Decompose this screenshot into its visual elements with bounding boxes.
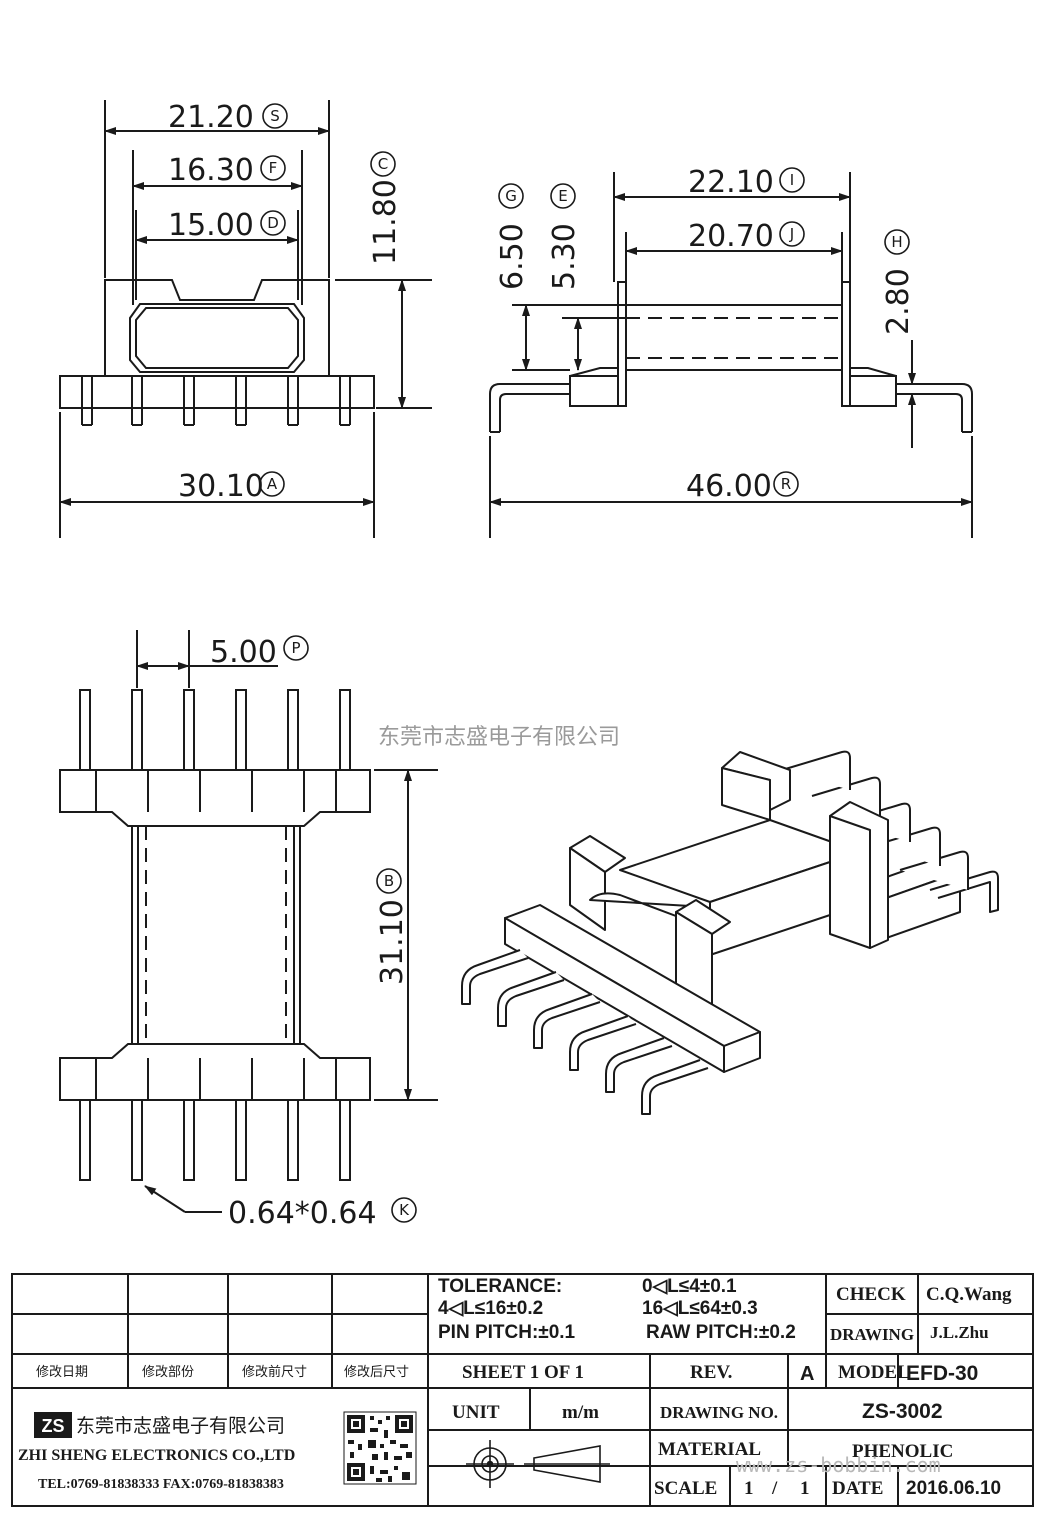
dim-r-value: 46.00 [686,469,772,504]
marker-s: S [262,103,288,129]
svg-text:J: J [789,225,794,243]
rev-header-after: 修改后尺寸 [344,1365,409,1380]
scale-separator: / [771,1478,778,1499]
dim-a-value: 30.10 [178,469,264,504]
material-label: MATERIAL [658,1439,761,1460]
tolerance-label: TOLERANCE: [438,1276,562,1297]
dim-e-value: 5.30 [547,223,582,290]
company-name-cn: 东莞市志盛电子有限公司 [76,1415,285,1437]
watermark-url: www.zs-bobbin.com [736,1453,941,1477]
date-value: 2016.06.10 [906,1478,1001,1499]
drawing-value: J.L.Zhu [930,1323,989,1342]
tolerance-range-2: 4◁L≤16±0.2 [438,1298,543,1319]
dim-c-value: 11.80 [368,179,403,265]
svg-text:C: C [378,155,388,173]
rev-value: A [800,1363,814,1385]
check-label: CHECK [836,1284,906,1305]
svg-text:H: H [891,233,902,251]
raw-pitch-tolerance: RAW PITCH:±0.2 [646,1322,796,1343]
unit-label: UNIT [452,1402,500,1423]
dim-i-value: 22.10 [688,165,774,200]
svg-text:E: E [558,187,567,205]
scale-value-1: 1 [744,1478,754,1499]
dim-j-value: 20.70 [688,219,774,254]
svg-text:R: R [781,475,791,493]
company-contact: TEL:0769-81838333 FAX:0769-81838383 [38,1477,284,1492]
qr-code [343,1411,417,1485]
sheet-info: SHEET 1 OF 1 [462,1362,584,1383]
rev-header-before: 修改前尺寸 [242,1364,307,1380]
svg-text:B: B [384,872,394,890]
rev-header-date: 修改日期 [36,1365,88,1380]
svg-text:I: I [790,171,794,189]
watermark-text: 东莞市志盛电子有限公司 [378,725,620,750]
material-value: PHENOLIC [852,1441,953,1462]
drawing-no-label: DRAWING NO. [660,1403,778,1422]
svg-text:A: A [267,475,278,493]
svg-text:G: G [505,187,517,205]
marker-a: A [259,471,285,497]
title-block-frame [11,1273,1034,1507]
date-label: DATE [832,1478,883,1499]
scale-value-2: 1 [800,1478,810,1499]
tolerance-range-3: 16◁L≤64±0.3 [642,1298,758,1319]
dim-f-value: 16.30 [168,153,254,188]
check-value: C.Q.Wang [926,1284,1012,1305]
svg-text:S: S [270,107,280,125]
dim-d-value: 15.00 [168,208,254,243]
front-view [59,100,432,538]
side-view [489,172,973,538]
marker-c: C [370,151,396,177]
company-name-en: ZHI SHENG ELECTRONICS CO.,LTD [18,1447,295,1464]
unit-value: m/m [562,1402,599,1423]
marker-d: D [260,210,286,236]
dim-h-value: 2.80 [881,268,916,335]
pin-pitch-tolerance: PIN PITCH:±0.1 [438,1322,576,1343]
marker-p: P [283,635,309,661]
drawing-no-value: ZS-3002 [862,1400,943,1423]
projection-symbol-icon [466,1440,610,1488]
marker-r: R [773,471,799,497]
model-label: MODEL [838,1362,910,1383]
svg-text:P: P [291,639,300,657]
marker-g: G [498,183,524,209]
isometric-view [461,750,999,1115]
company-logo: ZS [34,1412,72,1438]
dim-s-value: 21.20 [168,100,254,135]
marker-b: B [376,868,402,894]
rev-label: REV. [690,1362,732,1383]
scale-label: SCALE [654,1478,717,1499]
svg-text:F: F [269,159,278,177]
model-value: EFD-30 [906,1362,978,1385]
marker-j: J [779,221,805,247]
marker-k: K [391,1197,417,1223]
svg-text:K: K [399,1201,410,1219]
dim-b-value: 31.10 [375,899,410,985]
svg-text:D: D [267,214,279,232]
marker-i: I [779,167,805,193]
dim-g-value: 6.50 [495,223,530,290]
rev-header-part: 修改部份 [142,1365,194,1380]
top-view [59,630,438,1213]
svg-text:ZS: ZS [41,1416,64,1436]
dim-k-value: 0.64*0.64 [228,1196,377,1231]
drawing-label: DRAWING [830,1325,914,1344]
marker-e: E [550,183,576,209]
marker-h: H [884,229,910,255]
dim-p-value: 5.00 [210,635,277,670]
marker-f: F [260,155,286,181]
tolerance-range-1: 0◁L≤4±0.1 [642,1276,737,1297]
